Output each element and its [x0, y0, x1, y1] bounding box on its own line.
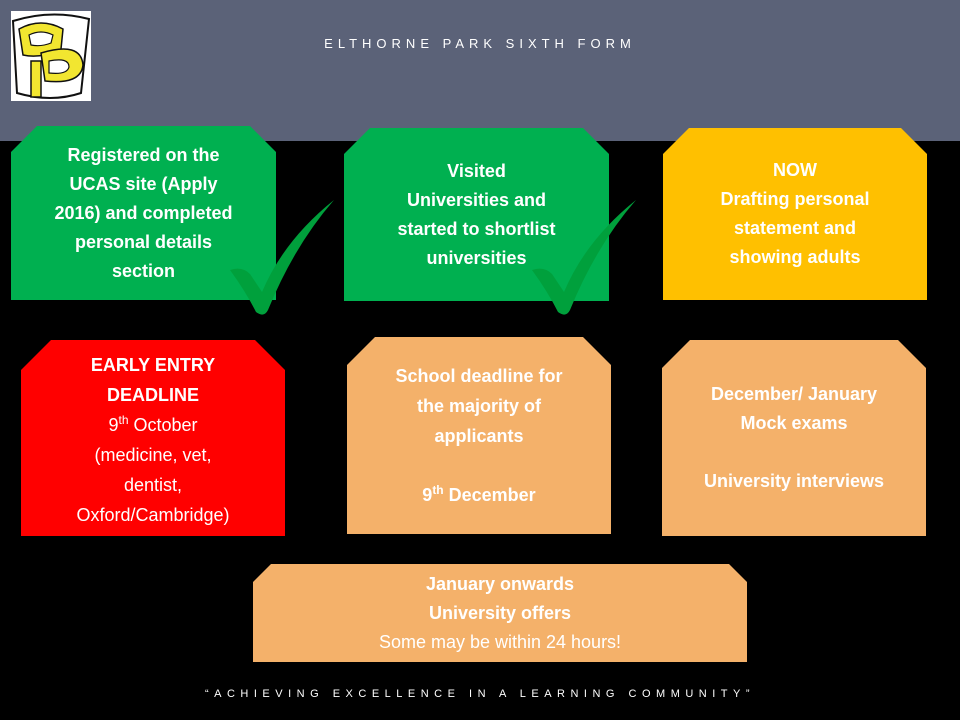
date-rest: December [443, 485, 536, 505]
logo-icon [11, 13, 91, 99]
box-line: dentist, [123, 475, 183, 495]
box-line: showing adults [729, 247, 861, 267]
box-line: Universities and [406, 189, 547, 210]
box-line: (medicine, vet, [94, 445, 212, 465]
date-day: 9 [422, 485, 433, 505]
box-visited: Visited Universities and started to shor… [344, 128, 609, 301]
box-line: Some may be within 24 hours! [378, 631, 622, 652]
school-name: ELTHORNE PARK SIXTH FORM [324, 36, 636, 51]
box-line: personal details [74, 231, 213, 252]
box-date-line: 9th December [422, 480, 535, 510]
checkmark-icon [230, 200, 334, 315]
box-january: January onwards University offers Some m… [253, 564, 747, 662]
box-line: UCAS site (Apply [69, 173, 218, 194]
box-line: Registered on the [67, 144, 220, 165]
box-line: NOW [773, 160, 817, 180]
box-now: NOW Drafting personal statement and show… [663, 128, 927, 300]
checkmark-icon [532, 200, 636, 315]
box-line: section [111, 260, 176, 281]
box-line: EARLY ENTRY [90, 355, 216, 375]
box-school-deadline: School deadline for the majority of appl… [347, 337, 611, 534]
box-december: December/ January Mock exams University … [662, 340, 926, 536]
box-line: applicants [434, 426, 524, 446]
box-line: Drafting personal [720, 189, 870, 209]
box-line: University interviews [703, 471, 885, 491]
box-line: January onwards [425, 573, 575, 594]
date-rest: October [128, 415, 198, 435]
date-suffix: th [432, 483, 444, 497]
box-date-line: 9th October [108, 410, 197, 440]
box-line: the majority of [416, 396, 541, 416]
checkmark-shape [532, 200, 636, 315]
checkmark-shape [230, 200, 334, 315]
box-line: University offers [428, 602, 572, 623]
box-early-entry: EARLY ENTRY DEADLINE 9th October (medici… [21, 340, 285, 536]
box-line: Oxford/Cambridge) [76, 505, 230, 525]
school-logo [11, 11, 91, 101]
header-band [0, 0, 960, 141]
footer-motto: “ACHIEVING EXCELLENCE IN A LEARNING COMM… [204, 688, 756, 700]
box-line: 2016) and completed [54, 202, 233, 223]
date-day: 9 [108, 415, 119, 435]
box-line: December/ January [710, 384, 878, 404]
date-suffix: th [118, 413, 129, 427]
box-line: DEADLINE [106, 385, 199, 405]
box-line: Visited [447, 160, 506, 181]
box-line: started to shortlist [397, 218, 556, 239]
box-line: School deadline for [395, 366, 563, 386]
box-line: statement and [733, 218, 857, 238]
box-line: Mock exams [740, 413, 848, 433]
box-registered: Registered on the UCAS site (Apply 2016)… [11, 126, 276, 300]
box-line: universities [426, 247, 527, 268]
